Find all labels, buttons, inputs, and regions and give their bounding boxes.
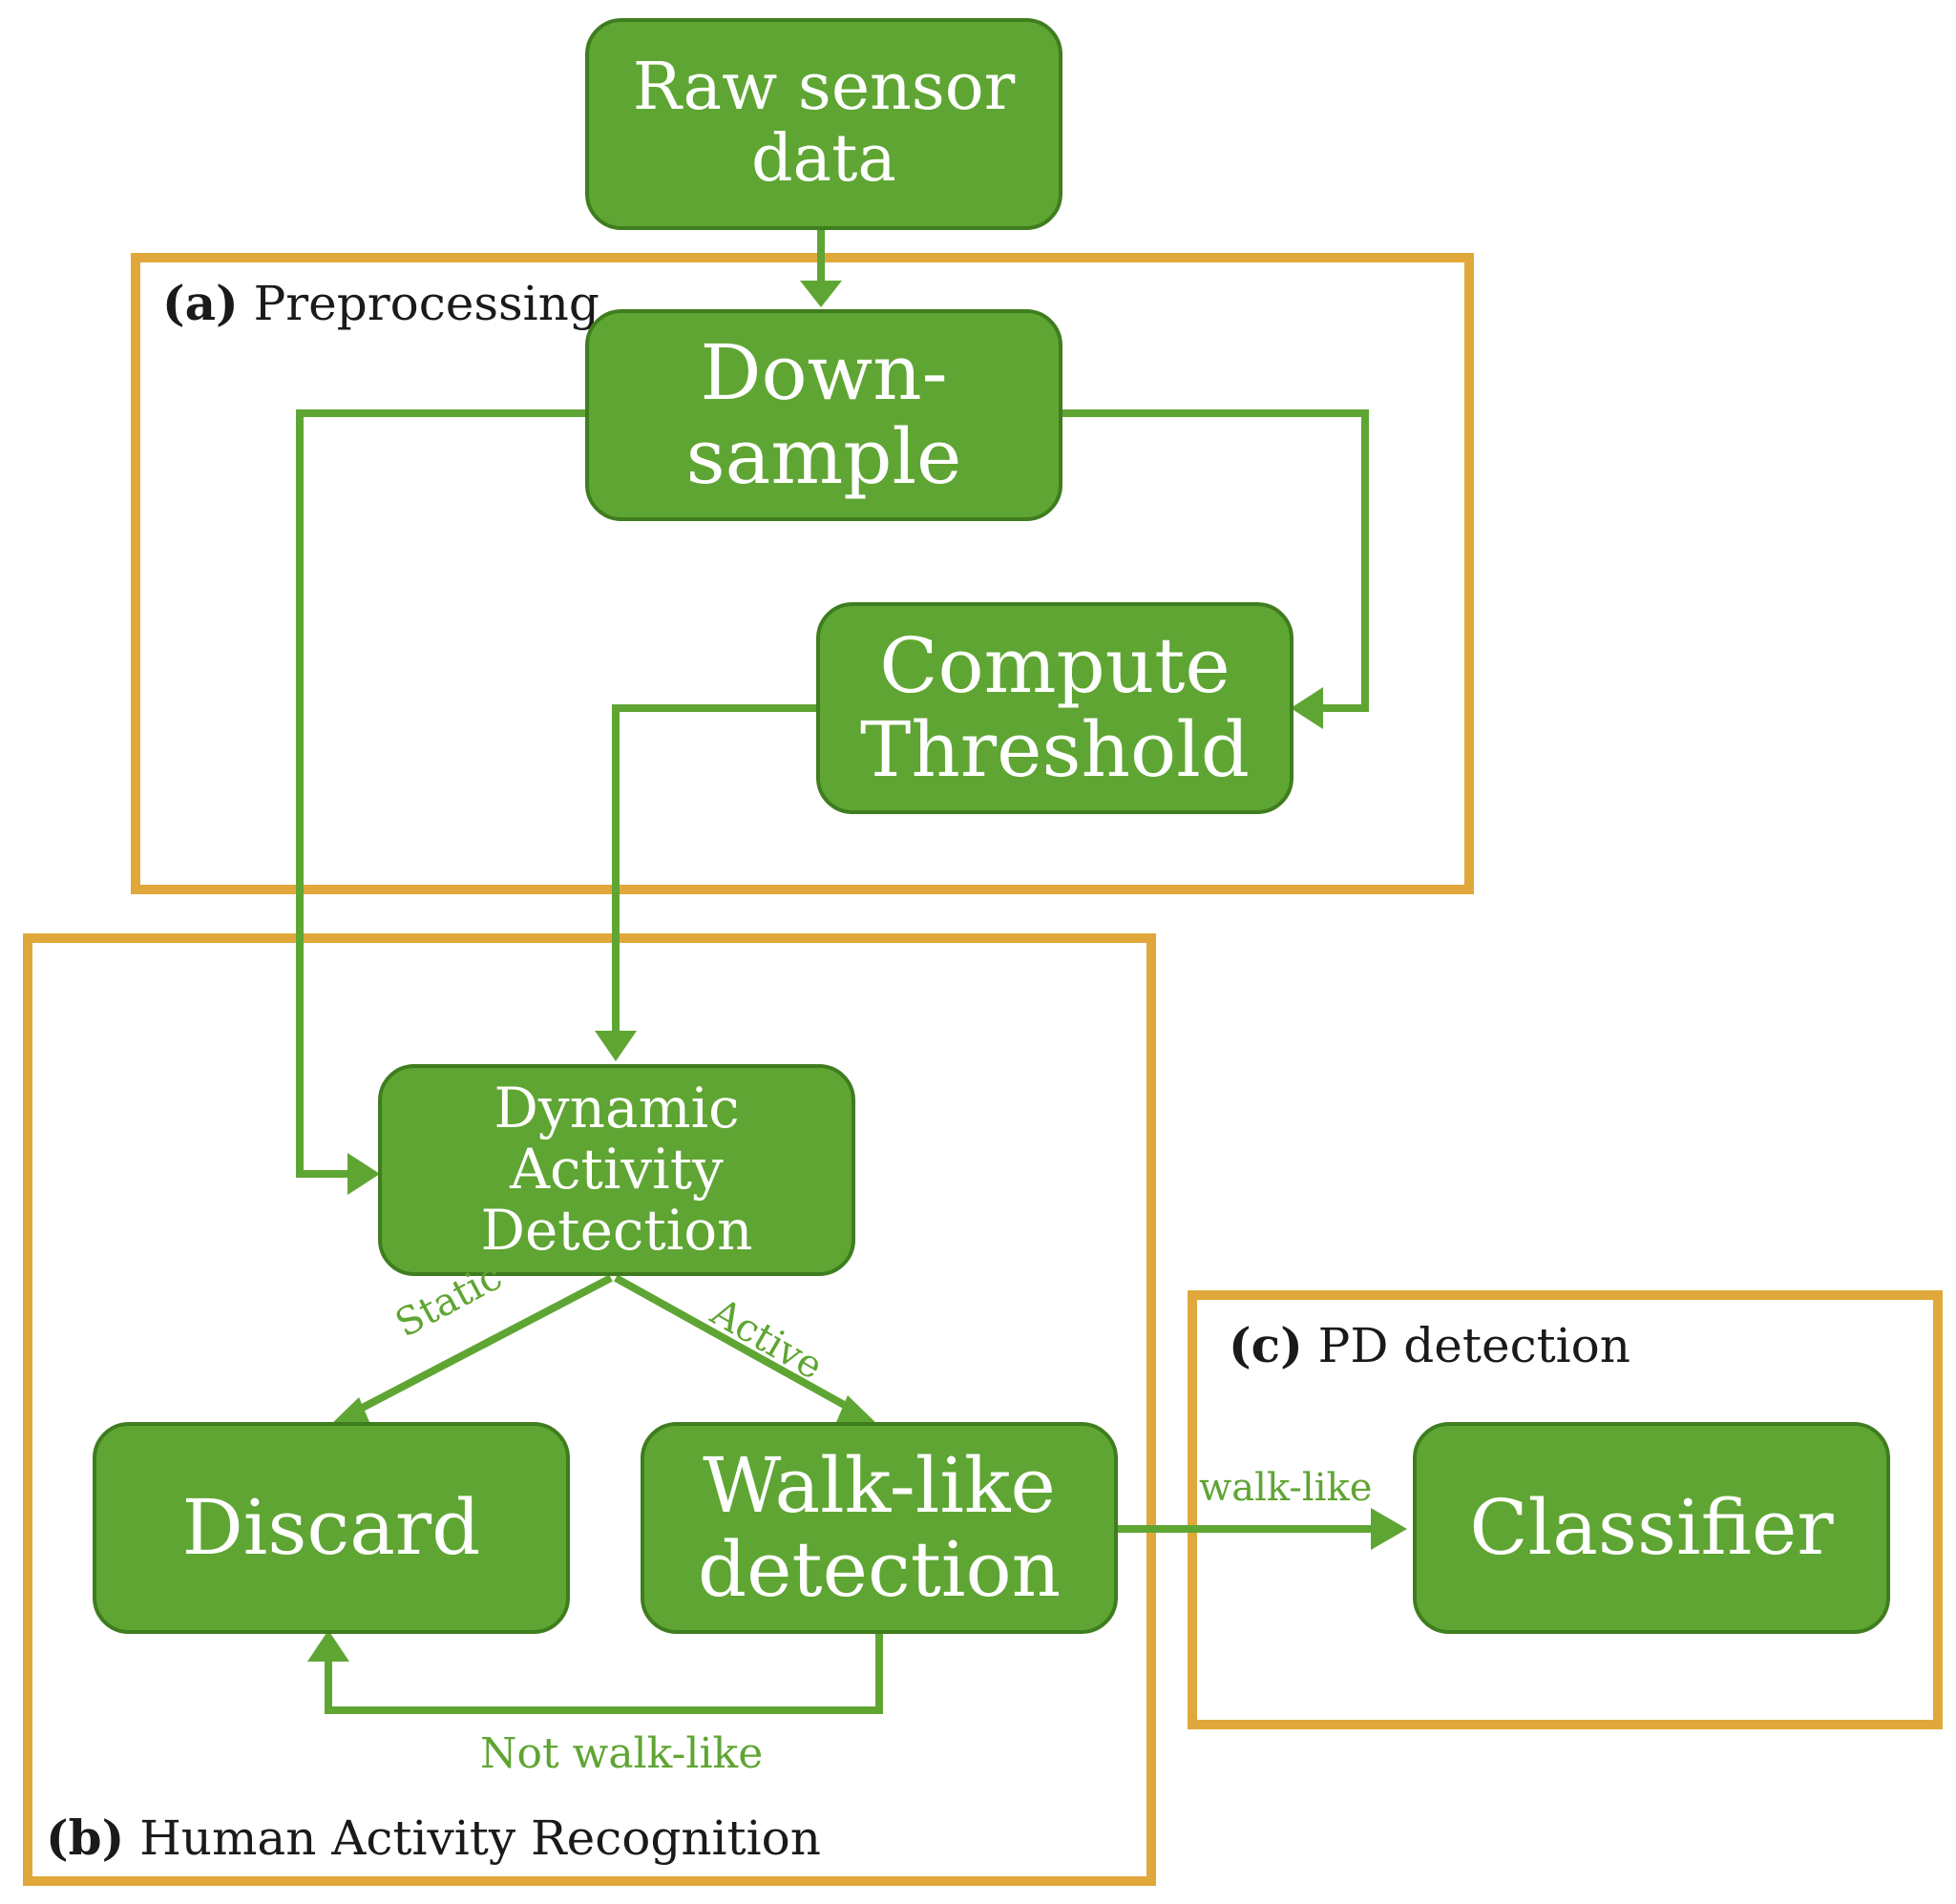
compute-threshold-line2: Threshold — [859, 705, 1250, 794]
pd-detection-tag: (c) — [1229, 1317, 1303, 1373]
edge-static — [351, 1274, 613, 1416]
arrowhead-downsample-to-dynamic — [347, 1153, 380, 1195]
walk-like-detection-line1: Walk-like — [703, 1441, 1056, 1530]
compute-threshold-node: Compute Threshold — [816, 602, 1293, 814]
edge-active — [614, 1274, 856, 1414]
downsample-line1: Down- — [700, 328, 948, 417]
walk-like-edge-label: walk-like — [1199, 1466, 1373, 1510]
arrowhead-raw-to-downsample — [800, 281, 842, 307]
preprocessing-title: (a) Preprocessing — [162, 275, 599, 331]
preprocessing-label: Preprocessing — [253, 276, 599, 331]
arrowhead-static — [326, 1397, 372, 1429]
discard-node: Discard — [93, 1422, 570, 1634]
preprocessing-region — [131, 253, 1474, 894]
arrowhead-threshold-to-dynamic — [595, 1031, 637, 1061]
arrowhead-walk-like — [1371, 1508, 1407, 1550]
arrowhead-active — [834, 1395, 880, 1427]
arrowhead-not-walk-like — [307, 1630, 349, 1662]
downsample-node: Down- sample — [585, 309, 1062, 521]
raw-sensor-data-node: Raw sensor data — [585, 18, 1062, 230]
classifier-label: Classifier — [1469, 1483, 1834, 1572]
har-label: Human Activity Recognition — [139, 1810, 821, 1866]
raw-sensor-data-line1: Raw sensor — [632, 50, 1016, 126]
downsample-line2: sample — [685, 412, 962, 501]
pd-detection-region — [1188, 1290, 1943, 1729]
dynamic-activity-detection-line3: Detection — [480, 1197, 753, 1263]
edge-downsample-to-dynamic — [296, 409, 589, 1178]
compute-threshold-line1: Compute — [879, 621, 1230, 710]
not-walk-like-edge-label: Not walk-like — [480, 1729, 764, 1778]
pd-detection-title: (c) PD detection — [1229, 1317, 1630, 1373]
raw-sensor-data-line2: data — [751, 121, 896, 197]
edge-not-walk-like — [325, 1632, 883, 1714]
preprocessing-tag: (a) — [162, 275, 239, 331]
walk-like-detection-node: Walk-like detection — [641, 1422, 1118, 1634]
har-title: (b) Human Activity Recognition — [46, 1810, 821, 1866]
walk-like-detection-line2: detection — [697, 1525, 1062, 1614]
pd-detection-label: PD detection — [1317, 1318, 1630, 1373]
dynamic-activity-detection-node: Dynamic Activity Detection — [378, 1064, 855, 1276]
dynamic-activity-detection-line2: Activity — [510, 1137, 724, 1203]
arrowhead-downsample-to-threshold — [1291, 687, 1323, 729]
har-region — [23, 933, 1156, 1886]
dynamic-activity-detection-line1: Dynamic — [494, 1076, 740, 1141]
har-tag: (b) — [46, 1810, 125, 1866]
discard-label: Discard — [181, 1483, 481, 1572]
edge-downsample-to-threshold — [1059, 409, 1369, 712]
classifier-node: Classifier — [1413, 1422, 1890, 1634]
edge-threshold-to-dynamic — [612, 704, 816, 1036]
